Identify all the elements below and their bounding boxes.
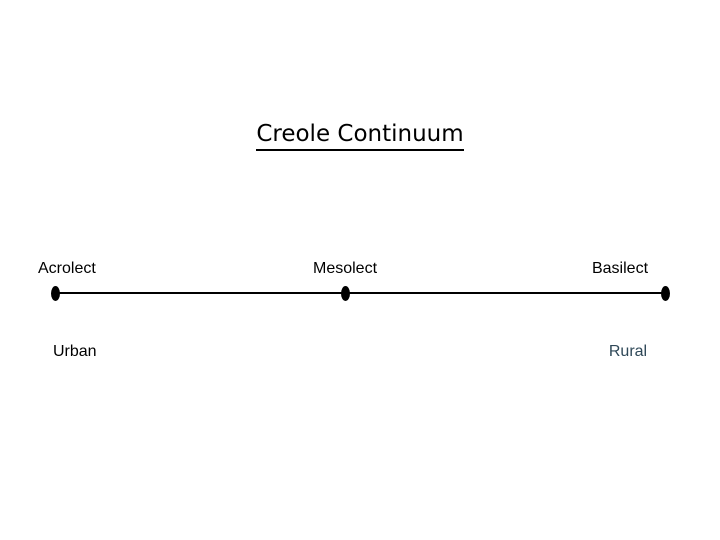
continuum-axis-line	[55, 292, 665, 294]
page-title-text: Creole Continuum	[256, 120, 464, 151]
continuum-label-urban: Urban	[53, 343, 97, 360]
continuum-label-basilect: Basilect	[591, 260, 649, 277]
continuum-label-rural: Rural	[608, 343, 648, 360]
continuum-label-acrolect: Acrolect	[38, 260, 96, 277]
page-title: Creole Continuum	[0, 120, 720, 151]
continuum-marker-acrolect	[51, 286, 60, 301]
continuum-marker-basilect	[661, 286, 670, 301]
continuum-marker-mesolect	[341, 286, 350, 301]
continuum-label-mesolect: Mesolect	[312, 260, 378, 277]
